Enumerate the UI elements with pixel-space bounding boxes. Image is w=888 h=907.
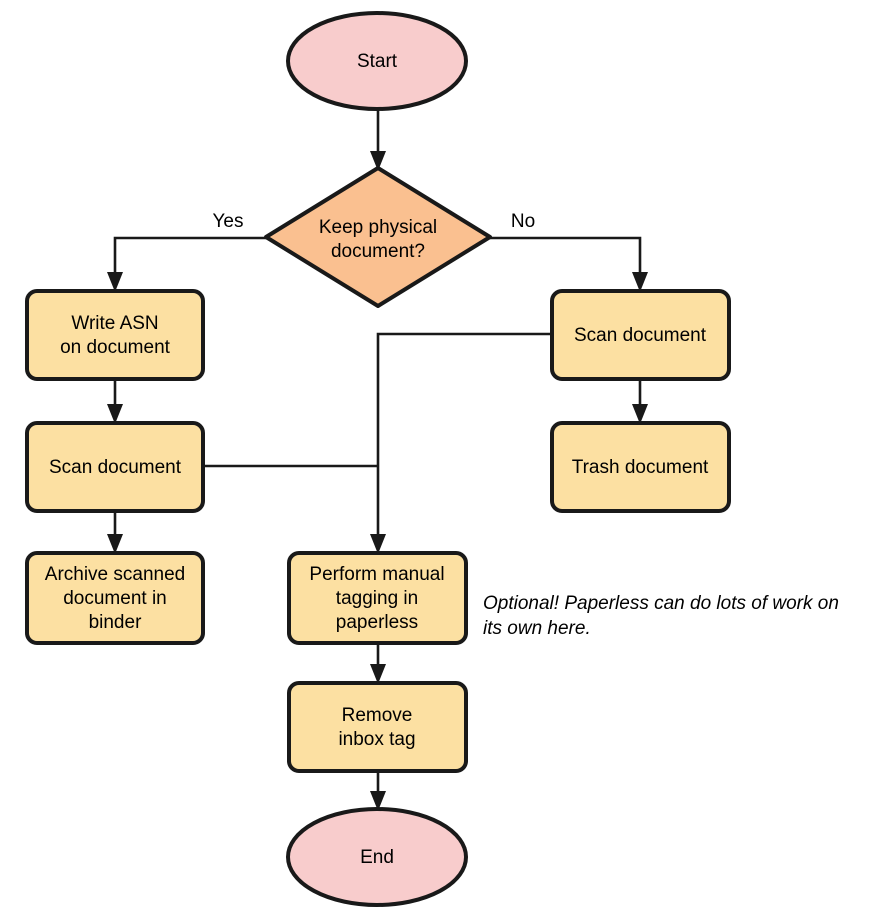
write-asn-rect[interactable] [25, 289, 205, 381]
remove-inbox-label-line1: Remove [342, 705, 413, 726]
end-label: End [360, 847, 394, 868]
arrowhead-icon [107, 272, 123, 292]
start-label: Start [357, 51, 398, 72]
start-ellipse[interactable] [286, 11, 468, 111]
edge-scan-left-to-archive [107, 511, 123, 554]
scan-left-label: Scan document [49, 457, 182, 478]
node-start[interactable]: Start [286, 11, 468, 111]
arrowhead-icon [370, 534, 386, 554]
edge-line [376, 332, 552, 543]
manual-tagging-rect[interactable] [287, 551, 468, 645]
edge-line [490, 236, 642, 281]
decision-label-line1: Keep physical [319, 217, 437, 238]
arrowhead-icon [370, 791, 386, 811]
edge-decision-yes-to-write-asn: Yes [107, 211, 266, 292]
archive-label-line1: Archive scanned [45, 564, 185, 585]
node-scan-document-left[interactable]: Scan document [25, 421, 205, 513]
scan-left-rect[interactable] [25, 421, 205, 513]
annotation-line1: Optional! Paperless can do lots of work … [483, 593, 839, 614]
trash-rect[interactable] [550, 421, 731, 513]
edge-line [113, 236, 266, 281]
annotation-optional-note: Optional! Paperless can do lots of work … [483, 593, 839, 639]
archive-label-line2: document in [63, 588, 167, 609]
node-decision-keep-physical-document[interactable]: Keep physical document? [264, 166, 492, 308]
node-scan-document-right[interactable]: Scan document [550, 289, 731, 381]
archive-label-line3: binder [89, 612, 142, 633]
node-trash-document[interactable]: Trash document [550, 421, 731, 513]
arrowhead-icon [370, 151, 386, 171]
arrowhead-icon [107, 404, 123, 424]
arrowhead-icon [632, 404, 648, 424]
edge-label-yes: Yes [213, 211, 244, 232]
manual-tagging-label-line3: paperless [336, 612, 418, 633]
arrowhead-icon [632, 272, 648, 292]
decision-diamond[interactable] [264, 166, 492, 308]
archive-rect[interactable] [25, 551, 205, 645]
node-end[interactable]: End [286, 807, 468, 907]
node-remove-inbox-tag[interactable]: Remove inbox tag [287, 681, 468, 773]
remove-inbox-rect[interactable] [287, 681, 468, 773]
edge-write-asn-to-scan-left [107, 379, 123, 424]
arrowhead-icon [370, 664, 386, 684]
edge-manual-tagging-to-remove-inbox [370, 643, 386, 684]
manual-tagging-label-line1: Perform manual [309, 564, 444, 585]
trash-label: Trash document [572, 457, 709, 478]
write-asn-label-line1: Write ASN [71, 313, 158, 334]
arrowhead-icon [107, 534, 123, 554]
node-archive-scanned-document-in-binder[interactable]: Archive scanned document in binder [25, 551, 205, 645]
edge-scan-right-to-trash [632, 379, 648, 424]
scan-right-label: Scan document [574, 325, 707, 346]
edge-remove-inbox-to-end [370, 771, 386, 811]
edge-decision-no-to-scan-right: No [490, 211, 648, 292]
node-perform-manual-tagging-in-paperless[interactable]: Perform manual tagging in paperless [287, 551, 468, 645]
edge-scan-right-to-manual-tagging [370, 332, 552, 554]
manual-tagging-label-line2: tagging in [336, 588, 418, 609]
scan-right-rect[interactable] [550, 289, 731, 381]
edge-start-to-decision [370, 110, 386, 171]
node-write-asn-on-document[interactable]: Write ASN on document [25, 289, 205, 381]
write-asn-label-line2: on document [60, 337, 171, 358]
edge-label-no: No [511, 211, 535, 232]
remove-inbox-label-line2: inbox tag [338, 729, 415, 750]
decision-label-line2: document? [331, 241, 425, 262]
end-ellipse[interactable] [286, 807, 468, 907]
annotation-line2: its own here. [483, 618, 591, 639]
